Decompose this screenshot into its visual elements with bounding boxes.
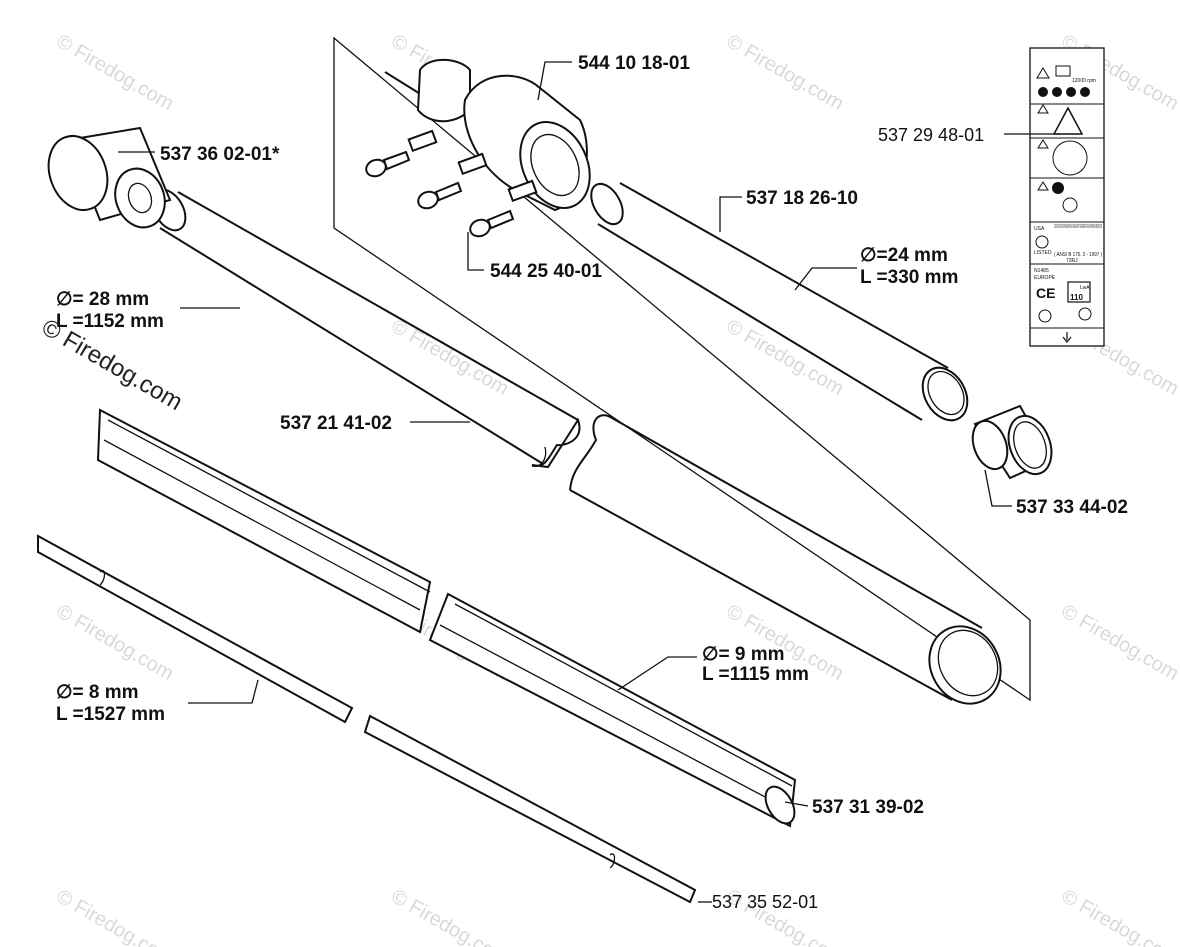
part-labels: 544 10 18-01 537 36 02-01* 537 29 48-01 …	[160, 53, 1128, 912]
boots-icon	[1066, 87, 1076, 97]
watermark-text: © Firedog.com	[1058, 885, 1180, 947]
dim-liner-length: L =1115 mm	[702, 664, 809, 685]
drive-shaft-upper	[37, 534, 354, 724]
decal-nr: N1485	[1034, 268, 1049, 274]
warning-icon	[1037, 181, 1049, 191]
main-tube-lower	[569, 414, 1002, 705]
screws	[365, 150, 515, 238]
dim-main-tube-diameter: ∅= 28 mm	[56, 289, 149, 310]
part-label-drive-shaft: 537 35 52-01	[712, 892, 818, 912]
decal-rpm: 12000 rpm	[1072, 78, 1096, 84]
dim-main-tube-length: L =1152 mm	[56, 311, 164, 332]
part-label-liner: 537 31 39-02	[812, 797, 924, 818]
liner-upper	[96, 408, 432, 634]
dim-shaft-diameter: ∅= 8 mm	[56, 682, 139, 703]
watermark-text: © Firedog.com	[388, 885, 513, 947]
decal-usa: USA	[1034, 226, 1045, 232]
decal-cert-text: LISTED IN ACCORDANCE WITH AMERICAN NATIO…	[1054, 224, 1102, 230]
safety-decal: 12000 rpm USA LISTED LISTED IN ACCORDANC…	[1029, 47, 1105, 347]
screw	[365, 150, 411, 178]
dim-short-tube-diameter: ∅=24 mm	[860, 245, 948, 266]
decal-code: 73RJ	[1066, 258, 1078, 264]
tube-clamp	[384, 58, 591, 212]
decal-europe: EUROPE	[1034, 275, 1056, 281]
blade-icon	[1052, 182, 1064, 194]
thrown-objects-icon	[1052, 106, 1084, 135]
watermark-text: © Firedog.com	[723, 315, 848, 400]
pct-logo-icon	[1038, 309, 1052, 323]
part-label-tube-bushing: 537 33 44-02	[1016, 497, 1128, 518]
part-label-short-tube: 537 18 26-10	[746, 188, 858, 209]
manual-icon	[1055, 65, 1071, 77]
gloves-icon	[1080, 87, 1090, 97]
screw	[417, 181, 463, 210]
watermark-text: © Firedog.com	[388, 315, 513, 400]
decal-ce: CE	[1036, 285, 1055, 301]
watermark-text: © Firedog.com	[53, 30, 178, 115]
watermark-text: © Firedog.com	[723, 30, 848, 115]
ul-logo-icon	[1035, 235, 1049, 249]
decal-standard: ( ANSI B 175. 3 - 1997 )	[1054, 252, 1102, 258]
leader-lines	[118, 61, 1060, 903]
watermark-text: © Firedog.com	[53, 885, 178, 947]
warning-icon	[1037, 139, 1049, 149]
warning-icon	[1036, 67, 1050, 79]
helmet-icon	[1038, 87, 1048, 97]
warning-icon	[1037, 104, 1049, 114]
sound-level-box	[1067, 281, 1091, 303]
part-label-main-tube: 537 21 41-02	[280, 413, 392, 434]
safe-distance-icon	[1052, 140, 1088, 176]
part-label-screws: 544 25 40-01	[490, 261, 602, 282]
tube-bushing	[971, 404, 1053, 480]
dim-shaft-length: L =1527 mm	[56, 704, 165, 725]
watermark-text: © Firedog.com	[1058, 600, 1180, 685]
arrow-down-icon	[1062, 332, 1072, 343]
decal-lwa: LwA	[1080, 285, 1090, 291]
gost-logo-icon	[1078, 307, 1092, 321]
end-bushing	[47, 126, 172, 229]
dim-short-tube-length: L =330 mm	[860, 267, 958, 288]
short-tube	[590, 182, 969, 422]
assembly-plane	[333, 36, 1031, 702]
decal-frame	[1029, 47, 1105, 347]
part-label-decal: 537 29 48-01	[878, 125, 984, 145]
ear-protection-icon	[1052, 87, 1062, 97]
part-label-clamp: 544 10 18-01	[578, 53, 690, 74]
drive-shaft-lower	[363, 714, 697, 904]
decal-sound: 110	[1070, 293, 1083, 302]
part-label-end-bushing: 537 36 02-01*	[160, 144, 280, 165]
dim-liner-diameter: ∅= 9 mm	[702, 644, 785, 665]
liner-lower	[428, 592, 797, 828]
dimension-labels: ∅= 28 mm L =1152 mm ∅=24 mm L =330 mm ∅=…	[56, 245, 958, 725]
decal-listed: LISTED	[1034, 250, 1052, 256]
screw	[469, 209, 515, 238]
blade-warning-icon	[1062, 197, 1078, 213]
